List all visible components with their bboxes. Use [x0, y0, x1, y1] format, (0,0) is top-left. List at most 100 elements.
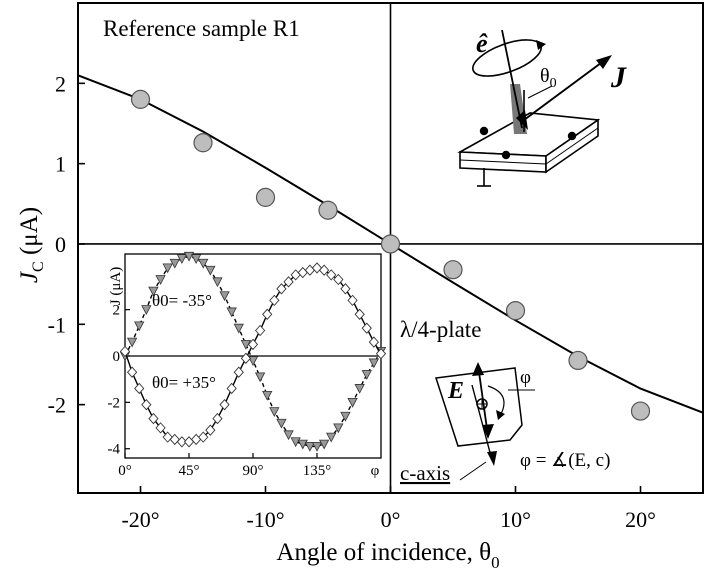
inset-diamond-point — [148, 412, 159, 425]
main-series — [77, 74, 704, 421]
inset-triangle-point — [340, 411, 351, 422]
phi-arc — [487, 385, 505, 417]
inset-diamond-point — [269, 294, 280, 307]
inset-triangle-point — [333, 423, 344, 434]
inset-diamond-point — [276, 283, 287, 295]
inset-triangle-point — [205, 265, 216, 276]
setup-schematic — [457, 29, 612, 187]
inset-diamond-point — [375, 348, 387, 360]
contact-3 — [501, 150, 511, 160]
inset-diamond-point — [361, 322, 372, 334]
inset-triangle-point — [226, 307, 237, 318]
y-tick-label: 1 — [55, 152, 66, 177]
inset-diamond-point — [319, 264, 330, 276]
inset-diamond-point — [219, 399, 230, 411]
inset-x-end-label: φ — [371, 463, 380, 479]
data-point — [630, 401, 651, 421]
ellipse-arrowhead — [536, 40, 546, 50]
main-axes: -20°-10°0°10°20°210-1-2 — [48, 2, 704, 532]
data-point — [193, 133, 213, 153]
x-axis-title: Angle of incidence, θ0 — [276, 539, 499, 572]
inset-triangle-point — [198, 258, 209, 269]
inset-diamond-point — [347, 294, 358, 307]
inset-triangle-point — [276, 418, 287, 429]
inset-diamond-point — [240, 352, 251, 364]
inset-triangle-point — [347, 397, 358, 408]
inset-triangle-point — [326, 432, 337, 443]
x-tick-label: 0° — [381, 507, 401, 532]
inset-triangle-point — [134, 321, 145, 332]
inset-triangle-point — [162, 263, 173, 274]
inset-x-tick-label: 135° — [303, 463, 332, 479]
theta0-label: θ0 — [540, 65, 557, 91]
inset-diamond-point — [226, 382, 237, 395]
inset-triangle-point — [283, 430, 294, 441]
c-axis-line — [471, 384, 493, 461]
beam-arrowhead — [516, 110, 528, 130]
inset-triangle-point — [233, 323, 244, 334]
e-field-label: E — [447, 378, 464, 404]
c-axis-arrowhead — [487, 451, 497, 466]
inset-triangle-point — [304, 442, 316, 452]
inset-triangle-point — [361, 370, 372, 380]
inset-y-tick-label: -2 — [108, 395, 121, 411]
inset-diamond-point — [141, 399, 152, 411]
inset-diamond-point — [368, 336, 379, 348]
inset-triangle-point — [212, 277, 223, 288]
inset-triangle-point — [148, 286, 159, 297]
inset-diamond-point — [127, 366, 138, 378]
inset-diamond-point — [119, 345, 131, 358]
beam-axis — [501, 29, 523, 129]
x-tick-label: 20° — [625, 507, 656, 532]
inset-series-label-1: θ0= -35° — [152, 291, 212, 310]
inset-diamond-point — [340, 283, 351, 295]
current-arrow — [523, 59, 606, 121]
plate-label: λ/4-plate — [400, 317, 481, 342]
y-tick-label: -2 — [48, 393, 66, 418]
x-tick-label: -20° — [121, 507, 159, 532]
inset-diamond-point — [155, 422, 166, 434]
inset-triangle-point — [155, 275, 166, 285]
e-hat-label: ê — [476, 29, 488, 58]
inset-axes: 0°45°90°135°φ20-2-4 — [108, 303, 381, 479]
inset-diamond-point — [212, 412, 223, 425]
phi-definition: φ = ∡(E, c) — [520, 450, 610, 471]
inset-triangle-point — [126, 337, 138, 348]
inset-y-tick-label: 2 — [113, 303, 121, 319]
inset-triangle-point — [169, 258, 180, 269]
inset-y-tick-label: -4 — [108, 442, 121, 458]
data-point — [130, 89, 151, 109]
inset-diamond-point — [233, 366, 244, 378]
inset-triangle-point — [354, 384, 365, 394]
inset-triangle-point — [262, 391, 273, 401]
plate-schematic — [435, 362, 535, 481]
inset-diamond-point — [247, 338, 259, 351]
inset-triangle-point — [269, 407, 280, 417]
inset-chart: 0°45°90°135°φ20-2-4 J (μA) θ0= -35° θ0= … — [108, 251, 387, 479]
data-point — [380, 234, 401, 254]
inset-triangle-point — [311, 442, 323, 452]
e-vector-line — [477, 364, 489, 437]
inset-x-tick-label: 0° — [118, 463, 132, 479]
inset-diamond-point — [326, 269, 337, 281]
theta-leader — [527, 85, 553, 99]
inset-y-tick-label: 0 — [113, 349, 121, 365]
data-point — [318, 200, 338, 220]
e-vector-head-down — [482, 424, 494, 439]
inset-triangle-point — [176, 254, 188, 264]
inset-x-tick-label: 45° — [179, 463, 200, 479]
x-tick-label: 10° — [500, 507, 531, 532]
contact-1 — [479, 126, 489, 136]
x-tick-label: -10° — [246, 507, 284, 532]
inset-triangle-point — [368, 358, 380, 369]
data-point — [255, 187, 276, 207]
data-point — [505, 301, 526, 321]
inset-triangle-point — [219, 291, 230, 302]
inset-diamond-point — [255, 324, 266, 337]
inset-diamond-point — [134, 382, 145, 395]
inset-triangle-point — [141, 305, 152, 315]
inset-triangle-point — [318, 439, 330, 450]
inset-triangle-point — [247, 356, 259, 366]
data-point — [568, 350, 588, 371]
